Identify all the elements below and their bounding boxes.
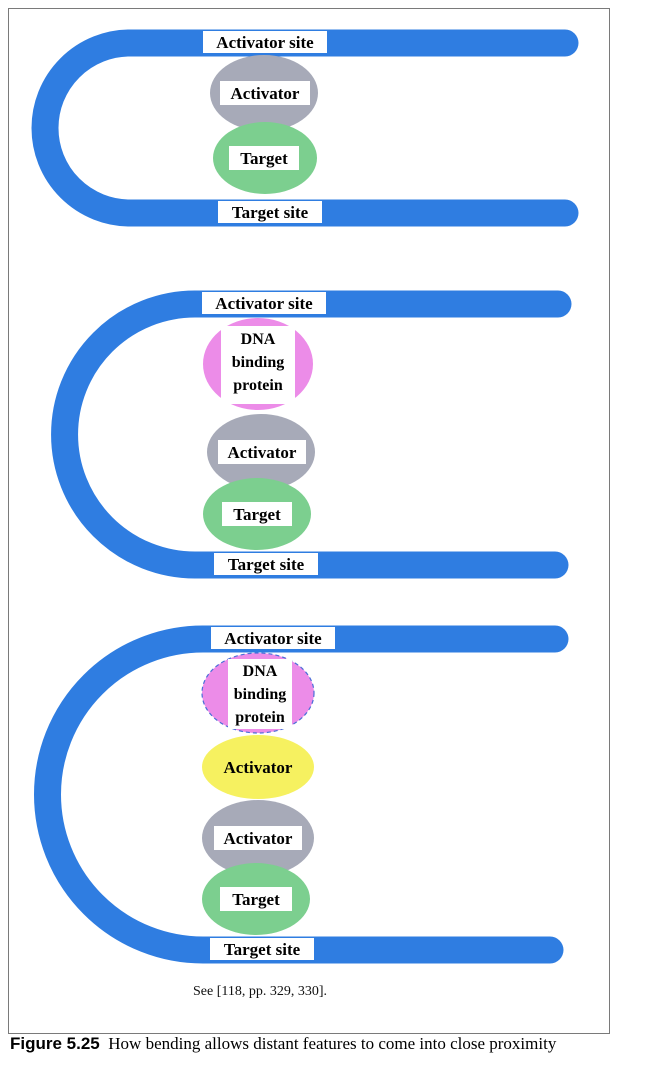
target-label: Target (240, 149, 288, 168)
target-site-label-box (218, 201, 322, 223)
dna-binding-label-line-1: DNA (243, 663, 278, 680)
dna-binding-label-line-1: DNA (241, 331, 276, 348)
figure-caption-text: How bending allows distant features to c… (108, 1034, 557, 1053)
citation: See [118, pp. 329, 330]. (192, 984, 328, 999)
activator-label: Activator (224, 758, 293, 777)
panel-3: Activator site Target site DNA binding p… (34, 625, 569, 964)
activator-site-label: Activator site (215, 294, 313, 313)
activator-site-label: Activator site (224, 629, 322, 648)
activator-site-label-box (211, 627, 335, 649)
activator-label-box (214, 826, 302, 850)
dna-binding-label-line-2: binding (234, 686, 286, 703)
target-label-box (222, 502, 292, 526)
activator-label-box (220, 81, 310, 105)
dna-loop-3 (34, 625, 569, 964)
panel-1: Activator site Target site Activator Tar… (31, 29, 579, 227)
target-label: Target (232, 890, 280, 909)
activator-site-label: Activator site (216, 33, 314, 52)
dna-binding-label-box (221, 326, 295, 404)
target-label-box (220, 887, 292, 911)
dna-binding-label-line-3: protein (235, 709, 285, 726)
target-site-label: Target site (224, 940, 301, 959)
target-site-label-box (214, 553, 318, 575)
dna-binding-label-line-3: protein (233, 377, 283, 394)
activator-label-box (218, 440, 306, 464)
activator-label: Activator (228, 443, 297, 462)
activator-label: Activator (224, 829, 293, 848)
activator-label: Activator (231, 84, 300, 103)
dna-binding-label-line-2: binding (232, 354, 284, 371)
target-label-box (229, 146, 299, 170)
target-label: Target (233, 505, 281, 524)
target-site-label-box (210, 938, 314, 960)
dna-binding-label-box (228, 659, 292, 729)
panel-2: Activator site Target site DNA binding p… (51, 290, 572, 579)
figure-frame (8, 8, 610, 1034)
dna-loop-1 (31, 29, 579, 227)
figure-caption: Figure 5.25 How bending allows distant f… (10, 1034, 672, 1054)
dna-loop-2 (51, 290, 572, 579)
target-site-label: Target site (232, 203, 309, 222)
figure-number: Figure 5.25 (10, 1034, 100, 1053)
dna-bending-diagram: Activator site Target site Activator Tar… (31, 29, 579, 964)
activator-site-label-box (202, 292, 326, 314)
activator-site-label-box (203, 31, 327, 53)
activator-protein-yellow (202, 735, 314, 799)
target-site-label: Target site (228, 555, 305, 574)
